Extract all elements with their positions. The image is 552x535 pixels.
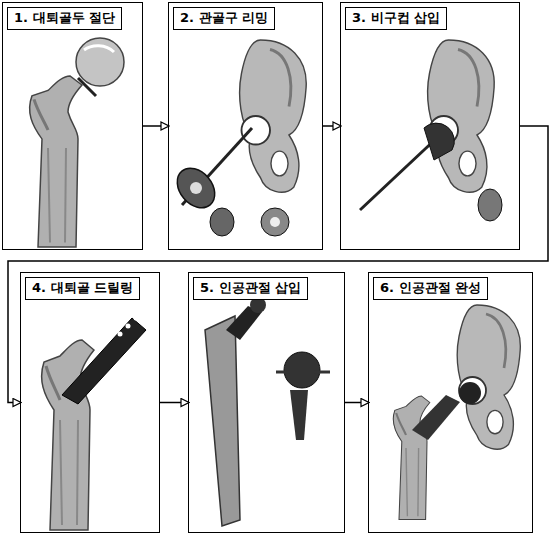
step-panel: 5. 인공관절 삽입	[188, 272, 345, 533]
flow-arrow	[345, 402, 368, 404]
step-title: 2. 관골구 리밍	[173, 7, 275, 30]
step-title: 3. 비구컵 삽입	[345, 7, 447, 30]
flow-arrow	[143, 125, 168, 127]
femur-drilling	[42, 316, 146, 531]
step-panel: 4. 대퇴골 드릴링	[20, 272, 160, 533]
femur-cut	[30, 38, 124, 247]
step-title: 4. 대퇴골 드릴링	[25, 277, 140, 300]
flow-arrow	[160, 402, 188, 404]
step-panel: 2. 관골구 리밍	[168, 2, 323, 250]
acetabular-reaming	[170, 40, 307, 236]
cup-insertion	[360, 40, 502, 221]
step-panel: 1. 대퇴골두 절단	[2, 2, 143, 250]
flow-arrow	[323, 125, 340, 127]
step-title: 1. 대퇴골두 절단	[7, 7, 122, 30]
step-title: 6. 인공관절 완성	[373, 277, 488, 300]
implant-insertion	[205, 297, 330, 526]
step-title: 5. 인공관절 삽입	[193, 277, 308, 300]
flow-arrow	[8, 126, 548, 403]
completed-joint	[393, 305, 520, 520]
step-panel: 6. 인공관절 완성	[368, 272, 533, 533]
step-panel: 3. 비구컵 삽입	[340, 2, 520, 250]
